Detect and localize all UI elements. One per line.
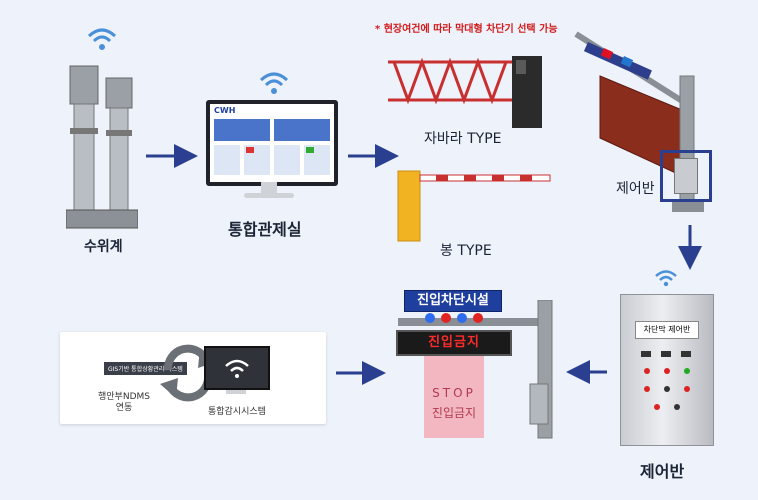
monitoring-system-card: GIS기반 통합상황관리 시스템 행안부NDMS 연동 통합감시시스템 bbox=[60, 332, 326, 424]
zabara-type-label: 자바라 TYPE bbox=[424, 131, 502, 147]
control-panel-bottom-label: 제어반 bbox=[640, 462, 685, 481]
control-panel-top-label: 제어반 bbox=[616, 181, 655, 197]
monitoring-system-label: 통합감시시스템 bbox=[208, 407, 266, 417]
control-cabinet: 차단막 제어반 bbox=[620, 294, 714, 446]
system-monitor-screen bbox=[204, 346, 270, 390]
monitor-logo: CWH bbox=[214, 106, 236, 115]
control-room-label: 통합관제실 bbox=[228, 220, 302, 239]
monitor-dashboard bbox=[214, 119, 330, 175]
wifi-icon bbox=[259, 72, 289, 94]
water-gauge-device bbox=[65, 58, 139, 230]
ndms-link-label: 행안부NDMS 연동 bbox=[98, 392, 150, 413]
wifi-icon bbox=[655, 270, 677, 287]
wifi-icon bbox=[225, 359, 249, 378]
option-note: * 현장여건에 따라 막대형 차단기 선택 가능 bbox=[375, 24, 558, 35]
bong-type-label: 봉 TYPE bbox=[440, 243, 492, 259]
bong-barrier-image bbox=[397, 170, 551, 242]
control-panel-highlight bbox=[660, 150, 712, 202]
led-message-board: 진입금지 bbox=[396, 330, 512, 356]
control-room-monitor: CWH bbox=[206, 100, 338, 186]
stop-sub-label: 진입금지 bbox=[431, 406, 477, 420]
control-panel-box bbox=[674, 158, 698, 194]
stop-word: STOP bbox=[432, 386, 476, 400]
zabara-barrier-image bbox=[388, 56, 542, 128]
system-monitor-base bbox=[226, 390, 246, 394]
water-gauge-label: 수위계 bbox=[84, 239, 123, 255]
wifi-icon bbox=[87, 28, 117, 50]
stop-curtain: STOP 진입금지 bbox=[424, 356, 484, 438]
monitor-stand bbox=[261, 182, 277, 194]
entry-block-sign: 진입차단시설 bbox=[404, 290, 502, 312]
cabinet-buttons bbox=[641, 351, 691, 410]
entry-gate-structure bbox=[398, 300, 553, 439]
cabinet-label: 차단막 제어반 bbox=[635, 321, 699, 339]
monitor-base bbox=[244, 193, 294, 198]
